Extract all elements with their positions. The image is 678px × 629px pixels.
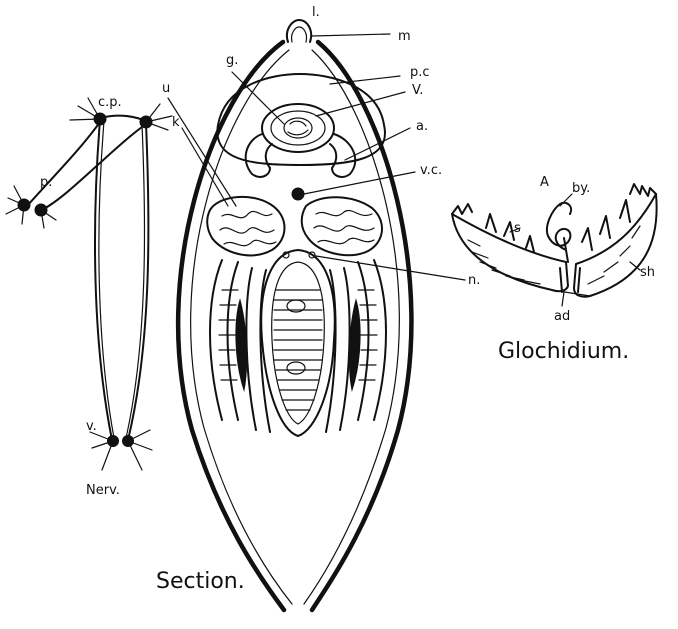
byssus-thread xyxy=(547,203,571,262)
label-nerv: Nerv. xyxy=(86,483,120,498)
pedal-connective-1 xyxy=(28,122,100,205)
gill-left-inner xyxy=(246,268,270,432)
vena-cava xyxy=(292,188,304,200)
label-ad: ad xyxy=(554,309,570,324)
gill-right-inner xyxy=(326,268,350,432)
ligament-loop xyxy=(287,20,311,42)
left-connective-inner xyxy=(99,121,114,438)
label-s: s xyxy=(514,221,521,236)
body-section-diagram: l. m g. p.c V. a. u k v.c. n. Section. xyxy=(156,5,480,610)
left-connective xyxy=(95,120,112,440)
right-connective-inner xyxy=(126,124,145,438)
label-section: Section. xyxy=(156,569,245,594)
gill-left-dark xyxy=(236,300,247,390)
label-pedal: p. xyxy=(40,175,52,190)
kidney-left xyxy=(207,197,284,255)
label-A: A xyxy=(540,175,549,190)
gill-left-outer xyxy=(210,260,238,420)
label-visceral: v. xyxy=(86,419,97,434)
rectum-folds xyxy=(288,121,308,135)
foot-muscle-striations xyxy=(274,290,322,410)
kidney-right xyxy=(302,197,382,255)
label-glochidium: Glochidium. xyxy=(498,339,629,364)
label-ligament: l. xyxy=(312,5,320,20)
cerebral-commissure xyxy=(100,116,146,121)
label-sh: sh xyxy=(640,265,655,280)
label-vena-cava: v.c. xyxy=(420,163,442,178)
kidney-left-tubules xyxy=(220,211,276,245)
glochidium-right-valve xyxy=(574,194,657,297)
pedal-connective-2 xyxy=(42,124,146,210)
right-connective xyxy=(128,123,148,440)
auricle-right xyxy=(330,134,355,177)
gill-right-dark xyxy=(349,300,360,390)
label-u: u xyxy=(162,81,170,96)
shell-outer xyxy=(178,42,411,610)
hinge-line xyxy=(552,290,590,296)
label-cerebropleural: c.p. xyxy=(98,95,122,110)
gonad-section-2 xyxy=(287,362,305,374)
label-kidney: k xyxy=(172,115,180,130)
label-gut: g. xyxy=(226,53,238,68)
kidney-right-tubules xyxy=(314,210,374,243)
label-nephridiopore: n. xyxy=(468,273,480,288)
label-mantle: m xyxy=(398,29,411,44)
label-pericardium: p.c xyxy=(410,65,430,80)
adductor-muscle xyxy=(560,268,580,292)
nervous-system-diagram: c.p. p. v. Nerv. xyxy=(6,95,172,498)
label-byssus: by. xyxy=(572,181,590,196)
glochidium-diagram: A by. s sh ad Glochidium. xyxy=(452,175,657,364)
ligament-inner xyxy=(292,27,307,42)
gill-right-outer xyxy=(358,260,386,420)
label-auricle: a. xyxy=(416,119,428,134)
label-ventricle: V. xyxy=(412,83,423,98)
